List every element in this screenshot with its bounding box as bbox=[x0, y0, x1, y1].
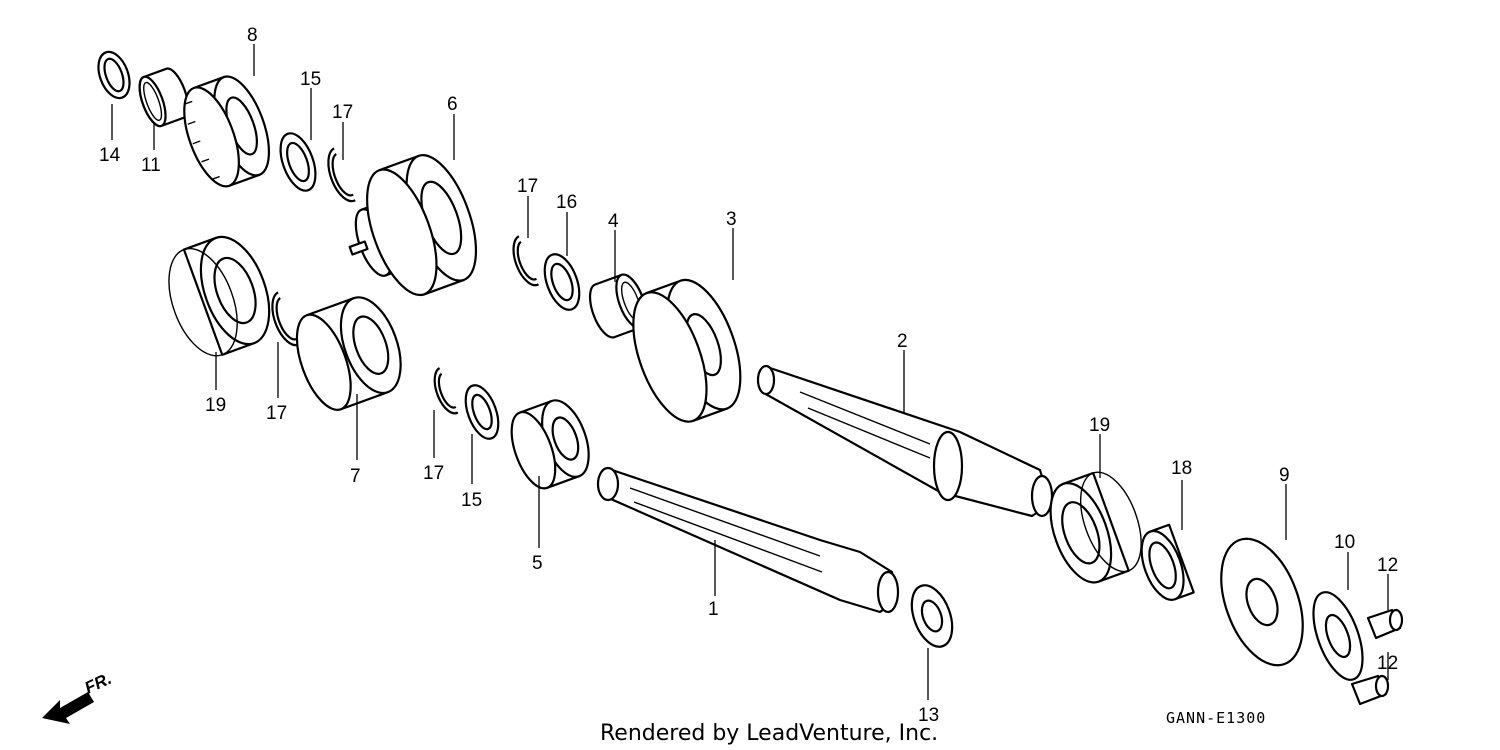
callout-19-left: 19 bbox=[205, 395, 226, 416]
arrow-left-icon bbox=[42, 692, 94, 724]
circlip-17-upper bbox=[327, 147, 356, 203]
callout-9: 9 bbox=[1279, 465, 1290, 486]
callout-2: 2 bbox=[897, 331, 908, 352]
splined-washer-15-lower bbox=[464, 384, 500, 440]
bearing-19-left bbox=[168, 235, 271, 357]
circlip-17-lower-left bbox=[271, 291, 300, 347]
callout-12-lower: 12 bbox=[1377, 653, 1398, 674]
callout-17-lower-left: 17 bbox=[266, 403, 287, 424]
callout-10: 10 bbox=[1334, 532, 1355, 553]
gear-3 bbox=[632, 278, 742, 423]
callout-11: 11 bbox=[141, 155, 161, 176]
circlip-17-mid bbox=[512, 235, 540, 287]
splined-washer-16 bbox=[543, 253, 581, 311]
callout-18: 18 bbox=[1171, 458, 1192, 479]
callout-15-lower: 15 bbox=[461, 490, 482, 511]
callout-19-right: 19 bbox=[1089, 415, 1110, 436]
callout-12-upper: 12 bbox=[1377, 555, 1398, 576]
bearing-19-right bbox=[1049, 471, 1142, 584]
bolt-12-upper bbox=[1366, 608, 1404, 640]
callout-5: 5 bbox=[532, 553, 543, 574]
callout-6: 6 bbox=[447, 94, 458, 115]
callout-8: 8 bbox=[247, 25, 258, 46]
bolt-12-lower bbox=[1350, 674, 1390, 706]
callout-14: 14 bbox=[99, 145, 121, 166]
countershaft-2 bbox=[756, 364, 1054, 518]
splined-washer-15-upper bbox=[279, 132, 317, 192]
gear-6 bbox=[348, 154, 478, 297]
mainshaft-1 bbox=[596, 466, 900, 614]
drive-sprocket-9 bbox=[1220, 537, 1304, 667]
diagram-code: GANN-E1300 bbox=[1166, 709, 1266, 727]
circlip-17-lower-mid bbox=[433, 367, 459, 415]
oil-seal-18 bbox=[1140, 523, 1195, 601]
callout-17-top: 17 bbox=[332, 102, 353, 123]
gear-7 bbox=[295, 296, 402, 411]
bushing-11 bbox=[138, 67, 190, 128]
callout-13: 13 bbox=[918, 705, 939, 726]
fixing-plate-10 bbox=[1312, 591, 1364, 681]
gear-8 bbox=[183, 75, 271, 188]
callout-17-lower-mid: 17 bbox=[423, 463, 444, 484]
callout-1: 1 bbox=[708, 599, 719, 620]
washer-13 bbox=[910, 584, 954, 648]
callout-3: 3 bbox=[726, 209, 737, 230]
callout-15-upper: 15 bbox=[300, 69, 321, 90]
gear-5 bbox=[510, 399, 590, 490]
callout-7: 7 bbox=[350, 466, 361, 487]
credit-text: Rendered by LeadVenture, Inc. bbox=[600, 721, 938, 746]
callout-16: 16 bbox=[556, 192, 577, 213]
callout-17-mid: 17 bbox=[517, 176, 538, 197]
front-direction-arrow: FR. bbox=[42, 669, 115, 724]
washer-14 bbox=[97, 50, 131, 100]
callout-4: 4 bbox=[608, 211, 619, 232]
leader-lines bbox=[111, 44, 1389, 700]
callout-numbers: 1 2 3 4 5 6 7 8 9 10 11 12 12 13 14 15 1… bbox=[99, 25, 1398, 726]
